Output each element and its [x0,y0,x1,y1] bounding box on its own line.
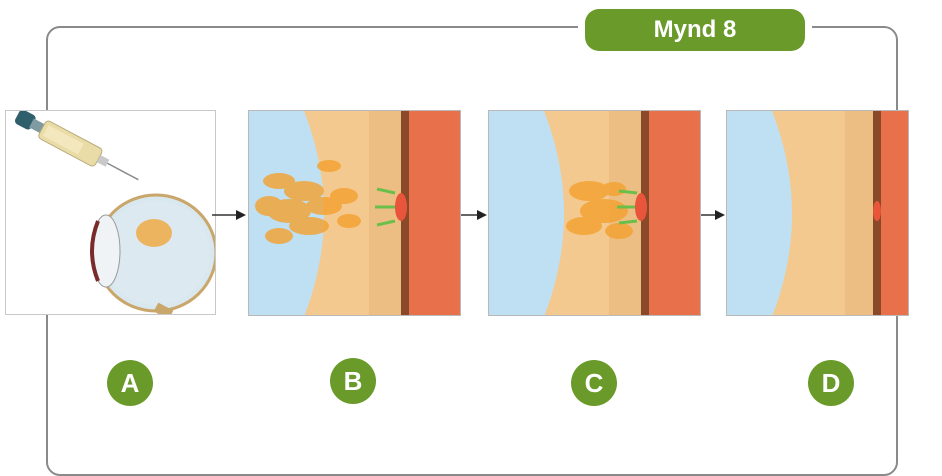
panel-a-eye-injection [5,110,216,315]
syringe-eye-injection-icon [6,111,216,315]
step-d-badge: D [808,360,854,406]
retina-cross-section-icon [727,111,909,316]
figure-title: Mynd 8 [585,9,805,51]
panel-c-retina-closing [488,110,701,316]
step-a-badge: A [107,360,153,406]
retina-cross-section-icon [249,111,461,316]
retina-cross-section-icon [489,111,701,316]
arrow-right-icon [701,208,727,222]
arrow-right-icon [212,208,248,222]
arrow-right-icon [461,208,489,222]
step-c-badge: C [571,360,617,406]
panel-d-retina-healed [726,110,909,316]
panel-b-retina-gas-bubble [248,110,461,316]
step-b-badge: B [330,358,376,404]
